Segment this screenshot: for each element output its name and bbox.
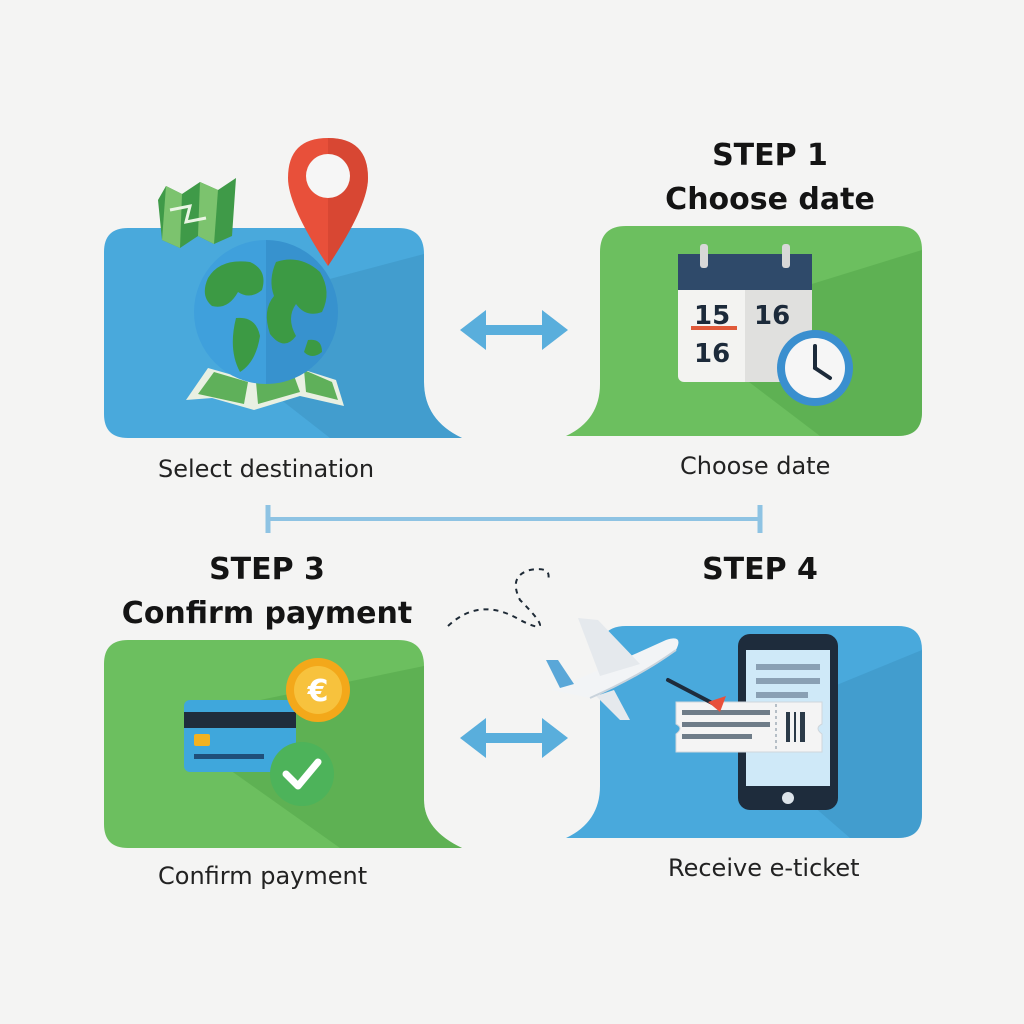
destination-caption: Select destination xyxy=(158,455,375,483)
location-pin-icon xyxy=(288,138,368,266)
map-icon xyxy=(158,178,236,248)
e-ticket-icon xyxy=(666,678,823,753)
payment-caption: Confirm payment xyxy=(158,862,368,890)
ticket-caption: Receive e-ticket xyxy=(668,854,860,882)
calendar-day-16-bottom: 16 xyxy=(694,339,730,369)
credit-card-icon xyxy=(184,700,296,772)
date-caption: Choose date xyxy=(680,452,831,480)
calendar-day-16-top: 16 xyxy=(754,301,790,331)
step1-heading: STEP 1 xyxy=(712,138,828,173)
globe-icon xyxy=(194,240,338,384)
calendar-icon: 15 16 16 xyxy=(678,244,812,382)
double-arrow-icon-bottom xyxy=(460,718,568,758)
step3-heading: STEP 3 xyxy=(209,552,325,587)
euro-symbol: € xyxy=(307,674,329,709)
horizontal-connector xyxy=(265,505,763,533)
ground-map-icon xyxy=(186,366,344,410)
step4-heading: STEP 4 xyxy=(702,552,818,587)
clock-icon xyxy=(777,330,853,406)
check-icon xyxy=(270,742,334,806)
airplane-icon xyxy=(546,618,679,720)
calendar-day-15: 15 xyxy=(694,301,730,331)
step4-title: STEP 4 xyxy=(680,548,840,592)
step3-subheading: Confirm payment xyxy=(121,596,413,631)
step1-title: STEP 1 Choose date xyxy=(640,134,900,222)
step1-subheading: Choose date xyxy=(665,182,875,217)
double-arrow-icon-top xyxy=(460,310,568,350)
step3-title: STEP 3 Confirm payment xyxy=(112,548,422,636)
euro-coin-icon: € xyxy=(286,658,350,722)
